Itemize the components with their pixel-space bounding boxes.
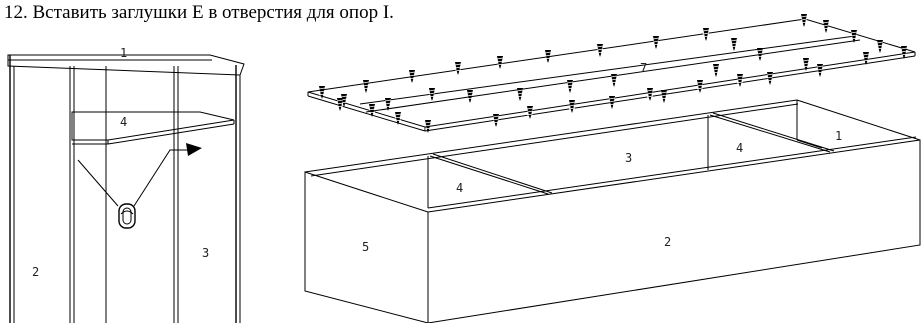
screw-icon xyxy=(394,112,402,125)
cabinet-shelf xyxy=(71,111,235,141)
screw-icon xyxy=(702,28,710,41)
box-side-panel xyxy=(304,171,429,323)
cabinet-drawing: 1 4 2 3 xyxy=(7,46,245,323)
screw-icon xyxy=(876,40,884,53)
screw-icon xyxy=(336,98,344,111)
screw-icon xyxy=(850,30,858,43)
screw-icon xyxy=(516,88,524,101)
label-box-divider-b: 4 xyxy=(736,141,743,155)
screw-icon xyxy=(454,62,462,75)
screw-icon xyxy=(596,44,604,57)
hanger-bracket-icon xyxy=(118,203,136,229)
label-cabinet-right: 3 xyxy=(202,246,209,260)
box-drawing: 4 3 4 1 2 5 xyxy=(304,99,921,323)
lid-panel-drawing: 7 xyxy=(307,14,916,133)
screw-icon xyxy=(610,74,618,87)
screw-icon xyxy=(496,56,504,69)
label-cabinet-left: 2 xyxy=(32,265,39,279)
screw-icon xyxy=(566,80,574,93)
screw-icon xyxy=(362,80,370,93)
screw-icon xyxy=(822,20,830,33)
screw-icon xyxy=(368,104,376,117)
screw-icon xyxy=(756,48,764,61)
screw-icon xyxy=(466,90,474,103)
screw-icon xyxy=(696,80,704,93)
screw-icon xyxy=(660,90,668,103)
screw-icon xyxy=(384,98,392,111)
screw-icon xyxy=(900,46,908,59)
label-box-side: 5 xyxy=(362,240,369,254)
screw-icon xyxy=(318,86,326,99)
box-front-panel xyxy=(427,139,921,323)
screw-group xyxy=(318,14,908,133)
label-box-middle: 3 xyxy=(625,151,632,165)
screw-icon xyxy=(492,114,500,127)
screw-icon xyxy=(568,100,576,113)
label-box-front: 2 xyxy=(664,235,671,249)
screw-icon xyxy=(766,72,774,85)
label-cabinet-top: 1 xyxy=(120,46,127,60)
direction-arrow-icon xyxy=(186,143,202,156)
lid-panel xyxy=(307,18,916,128)
label-box-divider-a: 4 xyxy=(456,181,463,195)
screw-icon xyxy=(736,74,744,87)
screw-icon xyxy=(544,50,552,63)
screw-icon xyxy=(800,14,808,27)
screw-icon xyxy=(526,106,534,119)
screw-icon xyxy=(802,58,810,71)
screw-icon xyxy=(646,88,654,101)
screw-icon xyxy=(816,64,824,77)
screw-icon xyxy=(730,38,738,51)
screw-icon xyxy=(652,36,660,49)
screw-icon xyxy=(712,64,720,77)
label-lid: 7 xyxy=(640,61,647,75)
instruction-heading: 12. Вставить заглушки Е в отверстия для … xyxy=(4,2,394,23)
screw-icon xyxy=(424,120,432,133)
screw-icon xyxy=(862,52,870,65)
label-box-end: 1 xyxy=(835,129,842,143)
label-cabinet-shelf: 4 xyxy=(120,115,127,129)
screw-icon xyxy=(608,96,616,109)
screw-icon xyxy=(428,88,436,101)
screw-icon xyxy=(408,70,416,83)
cabinet-top-panel xyxy=(7,54,245,76)
